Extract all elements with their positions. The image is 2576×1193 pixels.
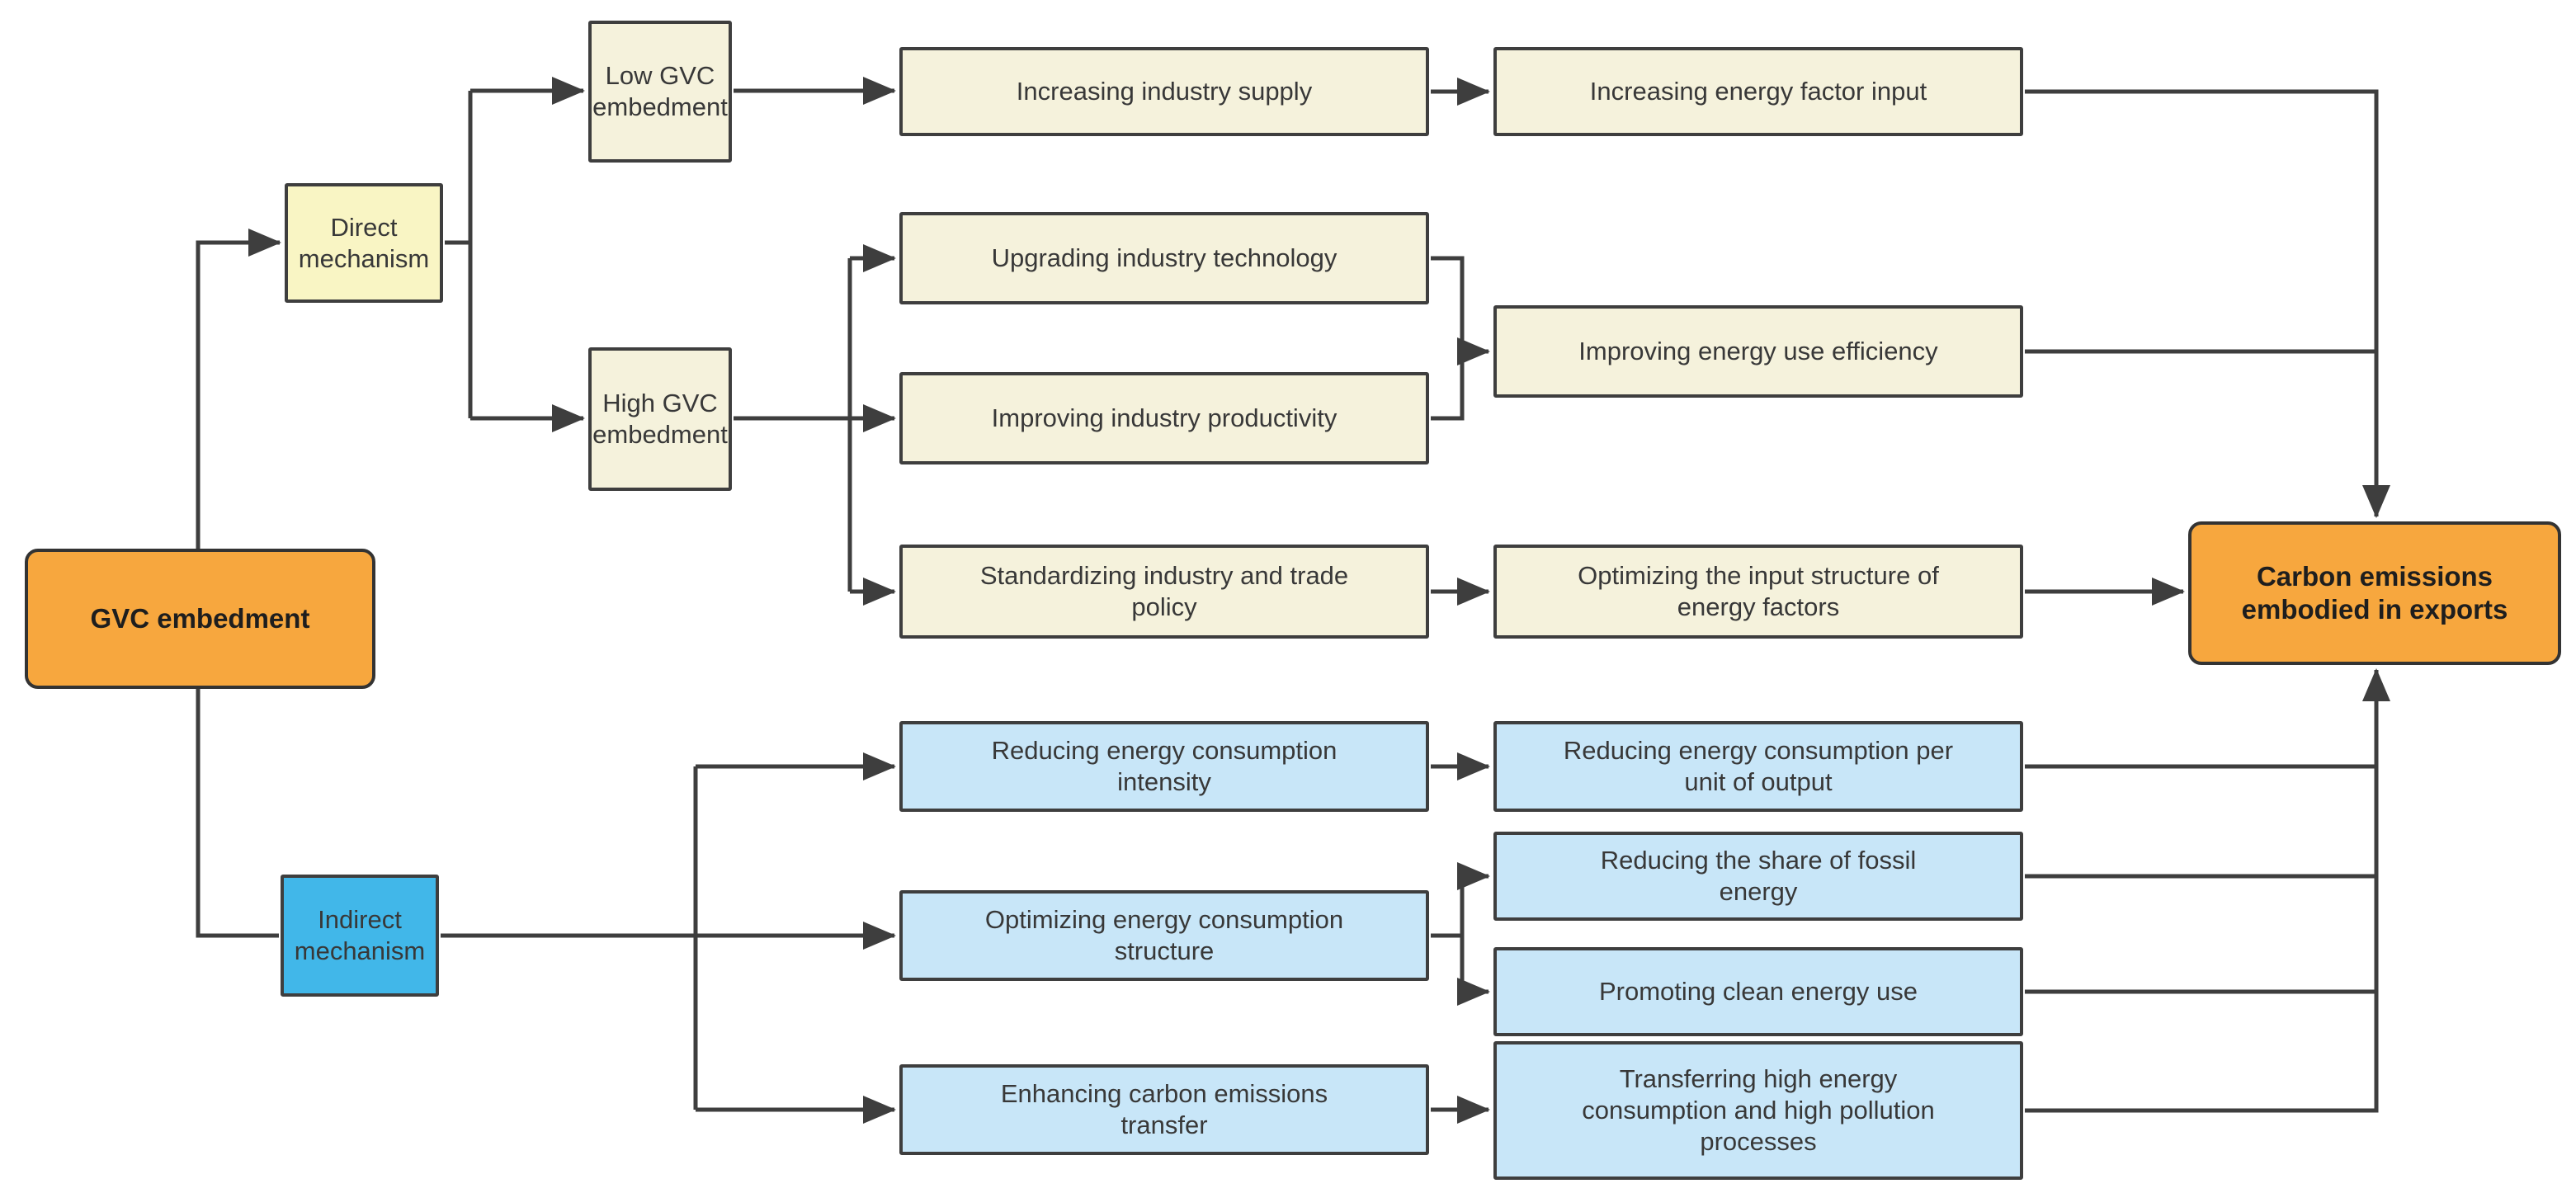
node-transferring-high-pollution: Transferring high energy consumption and… <box>1493 1041 2023 1180</box>
node-promoting-clean-energy: Promoting clean energy use <box>1493 947 2023 1036</box>
edge-gvc-to-indirect <box>196 689 279 938</box>
node-improving-industry-productivity: Improving industry productivity <box>899 372 1429 464</box>
node-standardizing-industry-trade-policy: Standardizing industry and trade policy <box>899 545 1429 639</box>
node-label-optimizing-energy-structure: Optimizing energy consumption structure <box>984 905 1344 965</box>
edge-transferring-to-carbon-bottom <box>2025 668 2390 1113</box>
node-label-enhancing-carbon-transfer: Enhancing carbon emissions transfer <box>1000 1079 1328 1139</box>
node-label-standardizing-industry-trade-policy: Standardizing industry and trade policy <box>979 561 1349 621</box>
node-label-indirect-mechanism: Indirect mechanism <box>294 905 426 965</box>
node-increasing-energy-factor-input: Increasing energy factor input <box>1493 47 2023 136</box>
edge-input-to-carbon-top <box>2025 89 2390 518</box>
node-direct-mechanism: Direct mechanism <box>285 183 443 303</box>
node-optimizing-energy-structure: Optimizing energy consumption structure <box>899 890 1429 981</box>
node-reducing-per-unit-output: Reducing energy consumption per unit of … <box>1493 721 2023 812</box>
node-label-gvc-embedment: GVC embedment <box>90 602 310 634</box>
node-enhancing-carbon-transfer: Enhancing carbon emissions transfer <box>899 1064 1429 1155</box>
node-label-optimizing-input-structure: Optimizing the input structure of energy… <box>1578 561 1939 621</box>
node-label-high-gvc-embedment: High GVC embedment <box>592 389 728 449</box>
node-label-increasing-energy-factor-input: Increasing energy factor input <box>1589 77 1927 106</box>
node-upgrading-industry-technology: Upgrading industry technology <box>899 212 1429 304</box>
node-optimizing-input-structure: Optimizing the input structure of energy… <box>1493 545 2023 639</box>
node-label-upgrading-industry-technology: Upgrading industry technology <box>991 243 1338 273</box>
node-indirect-mechanism: Indirect mechanism <box>281 875 439 997</box>
node-label-carbon-emissions-exports: Carbon emissions embodied in exports <box>2241 560 2508 625</box>
edge-productivity-to-mergev <box>1431 351 1465 421</box>
node-reducing-energy-intensity: Reducing energy consumption intensity <box>899 721 1429 812</box>
edge-upgrading-to-mergev <box>1431 256 1465 351</box>
node-gvc-embedment: GVC embedment <box>25 549 375 689</box>
node-label-low-gvc-embedment: Low GVC embedment <box>592 61 728 121</box>
node-label-promoting-clean-energy: Promoting clean energy use <box>1598 977 1918 1007</box>
node-label-transferring-high-pollution: Transferring high energy consumption and… <box>1582 1064 1935 1156</box>
node-high-gvc-embedment: High GVC embedment <box>588 347 732 491</box>
node-label-direct-mechanism: Direct mechanism <box>298 212 430 273</box>
node-reducing-fossil-share: Reducing the share of fossil energy <box>1493 832 2023 921</box>
node-label-reducing-fossil-share: Reducing the share of fossil energy <box>1600 846 1917 906</box>
node-low-gvc-embedment: Low GVC embedment <box>588 21 732 163</box>
node-label-reducing-energy-intensity: Reducing energy consumption intensity <box>991 736 1338 796</box>
node-label-improving-energy-use-efficiency: Improving energy use efficiency <box>1578 337 1938 366</box>
node-label-improving-industry-productivity: Improving industry productivity <box>991 403 1338 433</box>
node-increasing-industry-supply: Increasing industry supply <box>899 47 1429 136</box>
node-label-increasing-industry-supply: Increasing industry supply <box>1016 77 1313 106</box>
node-label-reducing-per-unit-output: Reducing energy consumption per unit of … <box>1563 736 1954 796</box>
edge-gvc-to-direct <box>196 229 281 549</box>
node-carbon-emissions-exports: Carbon emissions embodied in exports <box>2188 521 2561 665</box>
node-improving-energy-use-efficiency: Improving energy use efficiency <box>1493 305 2023 398</box>
